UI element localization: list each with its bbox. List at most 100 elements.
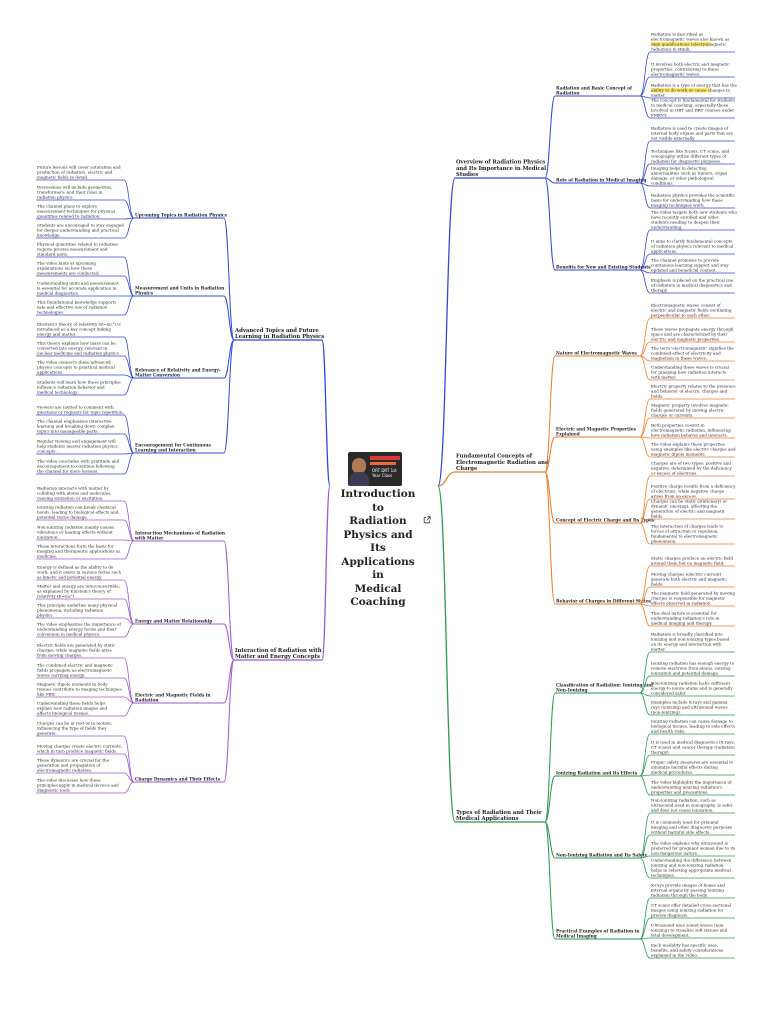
topic-label[interactable]: Benefits for New and Existing Students <box>556 265 651 270</box>
leaf-text[interactable]: Future lessons will cover saturation and… <box>37 165 121 180</box>
topic-label[interactable]: Nature of Electromagnetic Waves <box>556 351 637 356</box>
external-link-icon[interactable] <box>423 516 431 524</box>
topic-label[interactable]: Ionizing Radiation and Its Effects <box>556 771 638 776</box>
leaf-text[interactable]: Each modality has specific uses,benefits… <box>651 943 723 958</box>
leaf-text[interactable]: Positive charge results from a deficienc… <box>651 484 736 499</box>
leaf-text[interactable]: Discussions will include geometries,tran… <box>37 185 112 200</box>
topic-label[interactable]: Classification of Radiation: Ionizing an… <box>556 683 653 693</box>
leaf-text[interactable]: Static charges produce an electric field… <box>651 556 733 566</box>
topic-label[interactable]: Non-Ionizing Radiation and Its Safety <box>556 853 648 858</box>
leaf-text[interactable]: Physical quantities related to radiation… <box>37 242 118 257</box>
leaf-text[interactable]: Students will learn how these principles… <box>37 380 121 395</box>
leaf-text[interactable]: Radiation is a type of energy that has t… <box>651 83 737 98</box>
leaf-text[interactable]: Electric property relates to the presenc… <box>651 384 736 399</box>
topic-label[interactable]: Role of Radiation in Medical Imaging <box>556 178 647 183</box>
leaf-text[interactable]: It is used in medical diagnostics (X-ray… <box>651 740 735 755</box>
topic-label[interactable]: Upcoming Topics in Radiation Physics <box>135 213 228 218</box>
leaf-text[interactable]: Moving charges (electric current)generat… <box>651 572 727 587</box>
topic-label[interactable]: Relevance of Relativity and Energy-Matte… <box>135 368 221 378</box>
leaf-text[interactable]: Charges can be at rest or in motion,infl… <box>37 721 112 736</box>
topic-label[interactable]: Charge Dynamics and Their Effects <box>135 777 221 782</box>
topic-label[interactable]: Behavior of Charges in Different States <box>556 599 652 604</box>
video-thumbnail[interactable]: ORT DRT 1st Year Class <box>348 452 402 486</box>
leaf-text[interactable]: The term 'electromagnetic' signifies the… <box>651 346 734 361</box>
leaf-text[interactable]: Moving charges create electric currents,… <box>37 744 122 754</box>
leaf-text[interactable]: Matter and energy are interconvertible,a… <box>37 584 120 599</box>
leaf-text[interactable]: Radiation physics provides the scientifi… <box>651 193 736 208</box>
topic-label[interactable]: Concept of Electric Charge and Its Types <box>556 518 655 523</box>
leaf-text[interactable]: Ultrasound uses sound waves (non-ionizin… <box>651 923 728 938</box>
